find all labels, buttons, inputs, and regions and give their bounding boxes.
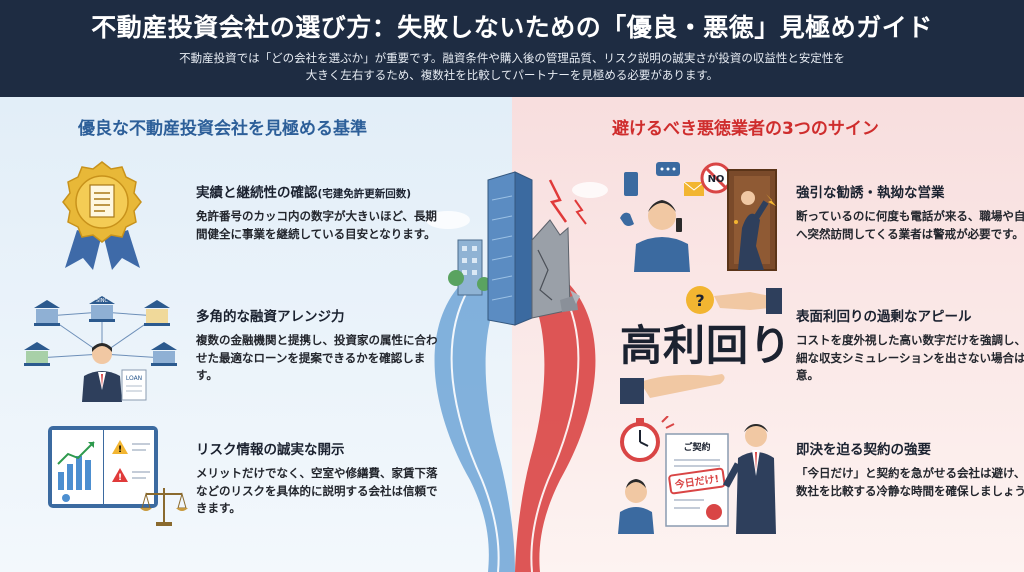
contract-pressure-icon: ご契約 今日だけ!: [618, 416, 776, 534]
good-item-track-record: 実績と継続性の確認(宅建免許更新回数) 免許番号のカッコ内の数字が大きいほど、長…: [196, 181, 446, 243]
svg-text:?: ?: [695, 291, 704, 310]
bank-network-icon: SINC LOAN: [24, 296, 177, 402]
bad-section-title: 避けるべき悪徳業者の3つのサイン: [612, 119, 879, 139]
divergent-roads-illustration: [426, 171, 608, 572]
good-section-title: 優良な不動産投資会社を見極める基準: [78, 119, 367, 139]
svg-text:!: !: [118, 445, 122, 455]
bad-item-2-body: コストを度外視した高い数字だけを強調し、詳細な収支シミュレーションを出さない場合…: [796, 333, 1024, 382]
bad-item-pressure-contract: 即決を迫る契約の強要 「今日だけ」と契約を急がせる会社は避け、複数社を比較する冷…: [796, 438, 1024, 500]
page-subtitle: 不動産投資では「どの会社を選ぶか」が重要です。融資条件や購入後の管理品質、リスク…: [0, 50, 1024, 84]
pushy-sales-icon: NO: [620, 162, 777, 272]
bad-item-2-heading: 表面利回りの過剰なアピール: [796, 309, 972, 325]
good-item-2-body: 複数の金融機関と提携し、投資家の属性に合わせた最適なローンを提案できるかを確認し…: [196, 333, 438, 382]
subtitle-line-2: 大きく左右するため、複数社を比較してパートナーを見極める必要があります。: [305, 68, 719, 82]
bad-item-3-heading: 即決を迫る契約の強要: [796, 442, 931, 458]
good-item-loan-arrangement: 多角的な融資アレンジ力 複数の金融機関と提携し、投資家の属性に合わせた最適なロー…: [196, 305, 446, 385]
good-item-3-heading: リスク情報の誠実な開示: [196, 442, 345, 458]
bad-item-high-yield: 表面利回りの過剰なアピール コストを度外視した高い数字だけを強調し、詳細な収支シ…: [796, 305, 1024, 385]
bank-sign-text: SINC: [96, 298, 108, 304]
award-medal-icon: [62, 161, 142, 270]
high-yield-text: 高利回り: [620, 321, 793, 370]
good-item-2-heading: 多角的な融資アレンジ力: [196, 309, 345, 325]
no-sign-text: NO: [708, 174, 725, 185]
loan-document-text: LOAN: [126, 375, 142, 382]
good-item-3-body: メリットだけでなく、空室や修繕費、家賃下落などのリスクを具体的に説明する会社は信…: [196, 466, 438, 515]
good-item-1-heading-note: (宅建免許更新回数): [317, 188, 412, 200]
subtitle-line-1: 不動産投資では「どの会社を選ぶか」が重要です。融資条件や購入後の管理品質、リスク…: [179, 51, 845, 65]
page-title: 不動産投資会社の選び方：失敗しないための「優良・悪徳」見極めガイド: [91, 13, 933, 42]
bad-item-pushy-sales: 強引な勧誘・執拗な営業 断っているのに何度も電話が来る、職場や自宅へ突然訪問して…: [796, 181, 1024, 243]
good-item-1-heading: 実績と継続性の確認(宅建免許更新回数): [196, 185, 412, 201]
header: 不動産投資会社の選び方：失敗しないための「優良・悪徳」見極めガイド 不動産投資で…: [0, 0, 1024, 97]
contract-doc-text: ご契約: [683, 441, 710, 453]
bad-item-1-heading: 強引な勧誘・執拗な営業: [796, 185, 945, 201]
bad-item-1-body: 断っているのに何度も電話が来る、職場や自宅へ突然訪問してくる業者は警戒が必要です…: [796, 209, 1024, 241]
bad-item-3-body: 「今日だけ」と契約を急がせる会社は避け、複数社を比較する冷静な時間を確保しましょ…: [796, 466, 1024, 498]
good-item-1-body: 免許番号のカッコ内の数字が大きいほど、長期間健全に事業を継続している目安となりま…: [196, 209, 437, 241]
high-yield-icon: ?: [620, 286, 782, 404]
good-item-risk-disclosure: リスク情報の誠実な開示 メリットだけでなく、空室や修繕費、家賃下落などのリスクを…: [196, 438, 446, 518]
svg-text:!: !: [118, 473, 122, 483]
risk-report-icon: ! !: [48, 426, 188, 526]
